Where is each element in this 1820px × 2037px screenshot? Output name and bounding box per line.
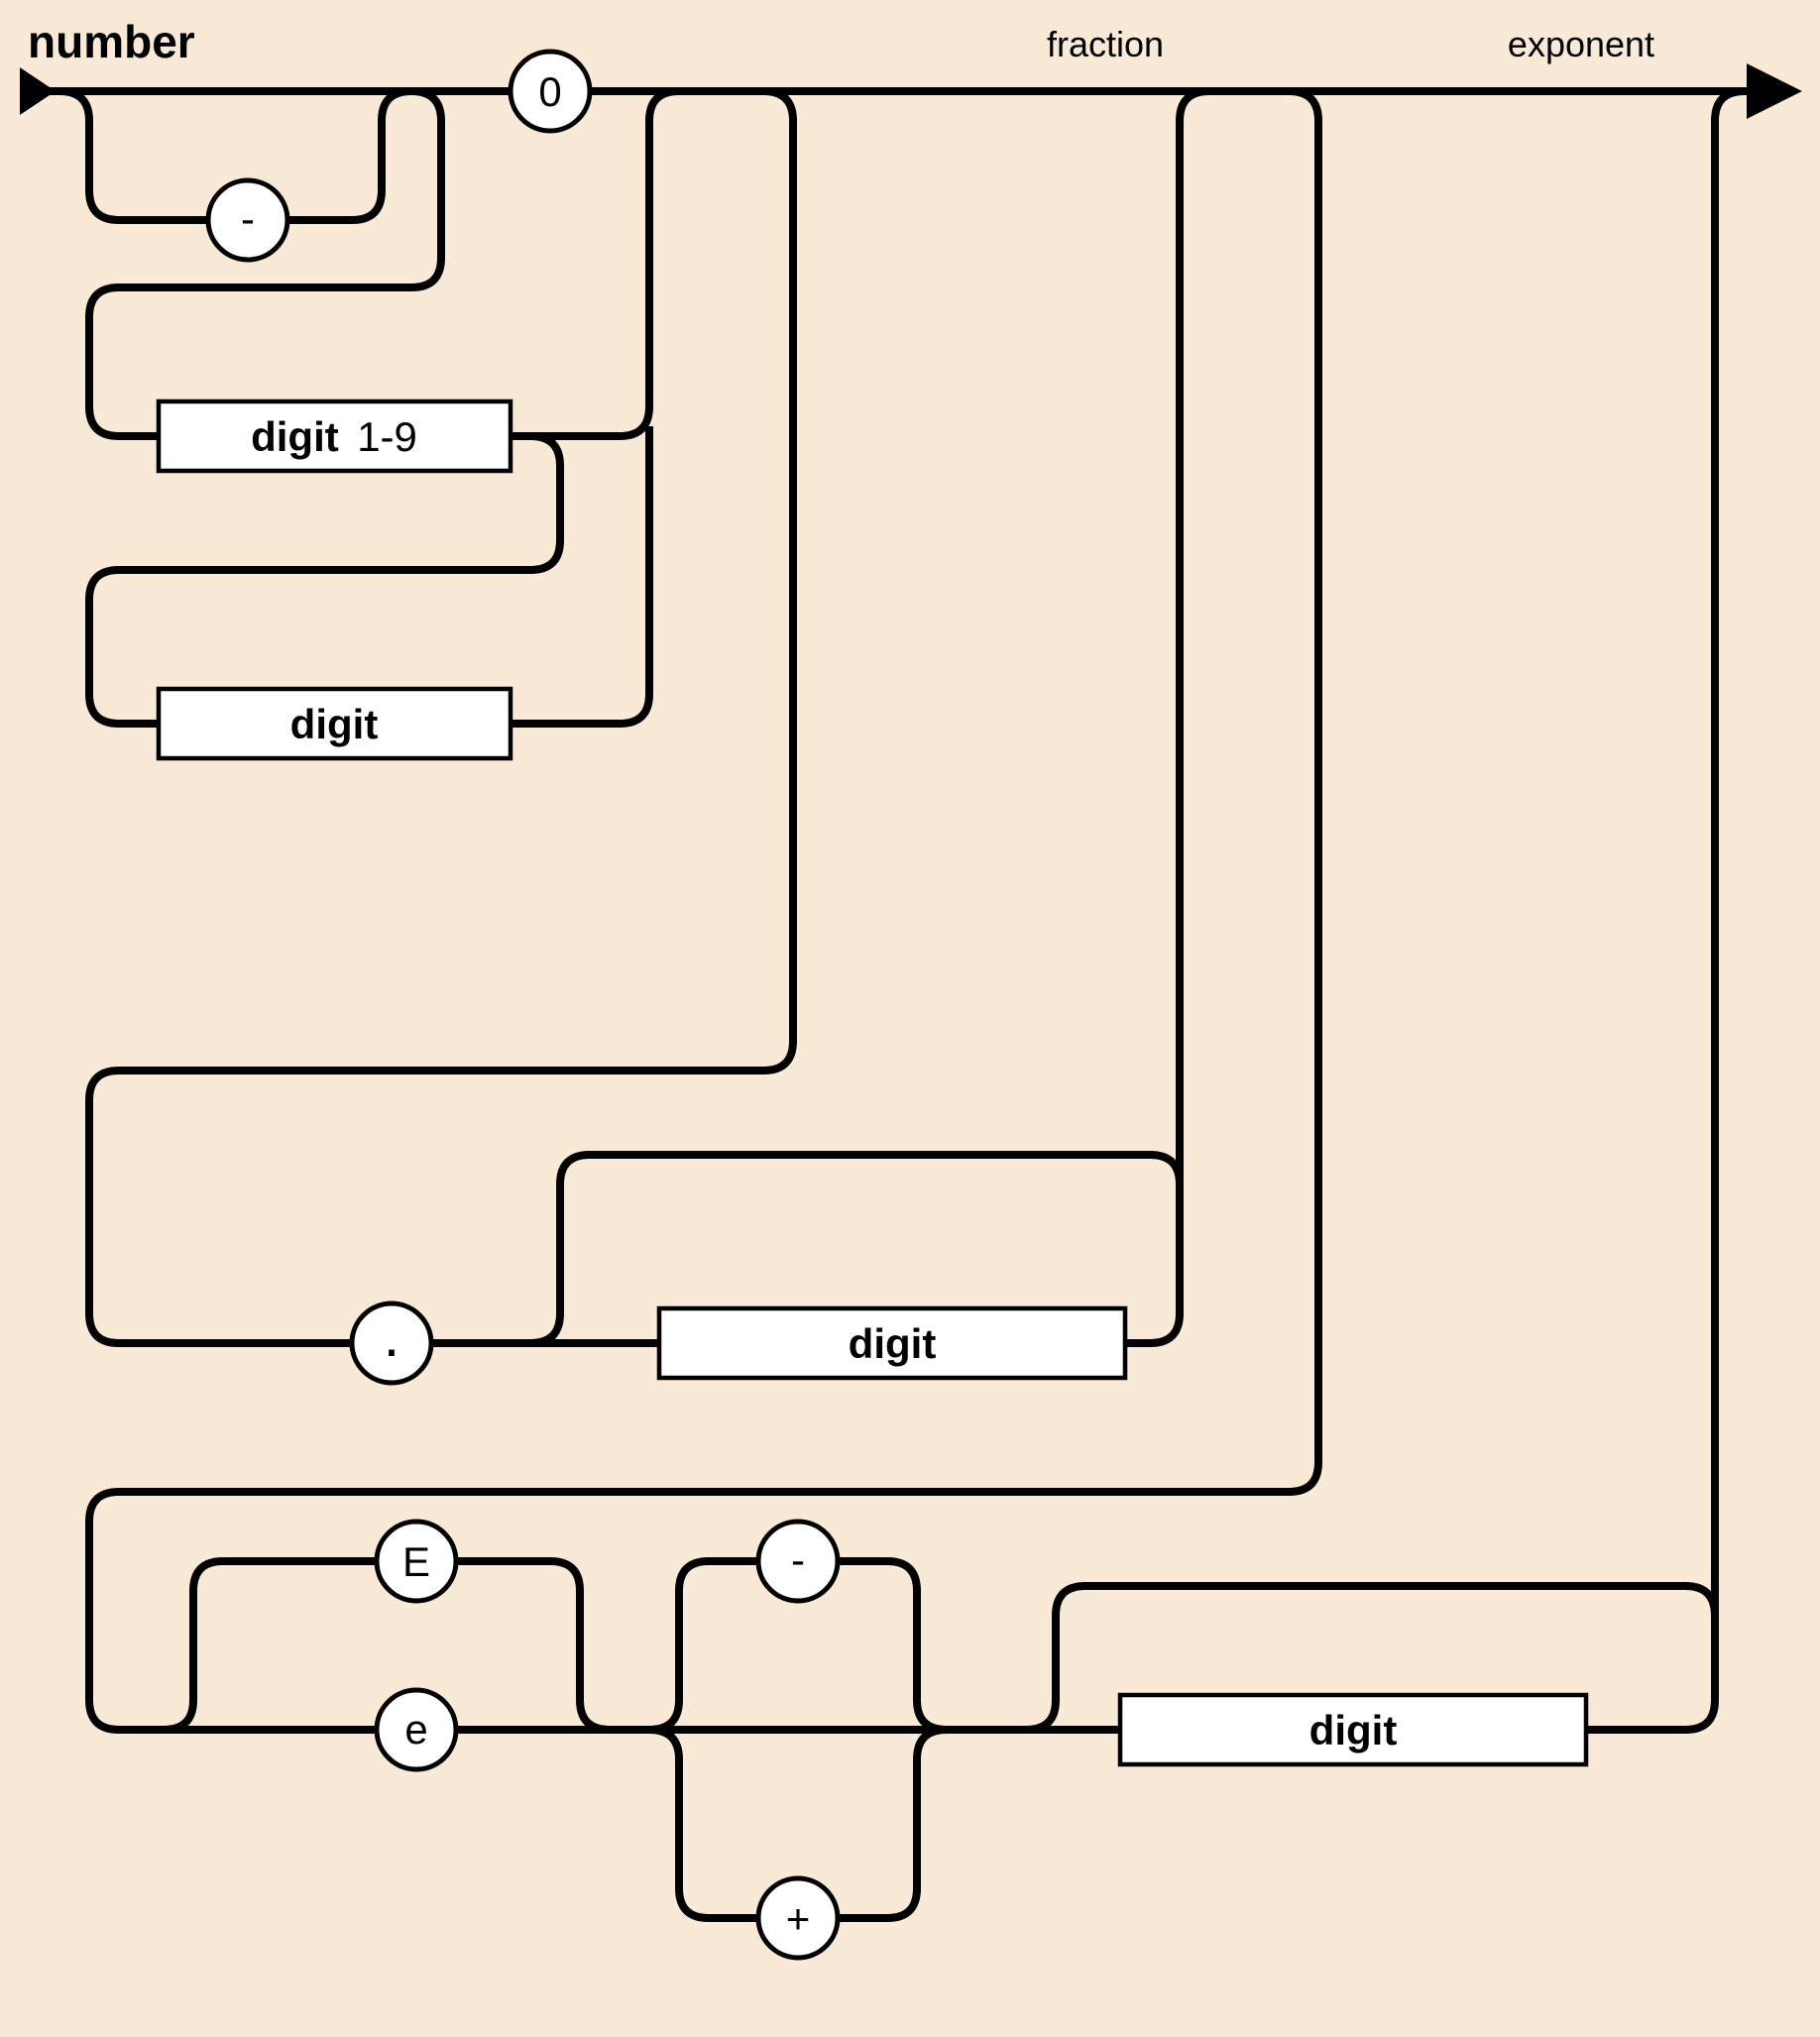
fraction-entry (85, 87, 797, 1347)
nonterminal-exp-digit-label: digit (1309, 1707, 1398, 1754)
exponent-digit-loop (1025, 1582, 1719, 1734)
terminal-int-minus-label: - (241, 195, 255, 242)
nonterminal-frac-digit-box (656, 1305, 1128, 1381)
start-arrow-icon (20, 67, 56, 115)
digit19-name: digit (251, 413, 339, 460)
terminal-exp-minus-label: - (791, 1536, 805, 1583)
terminal-exp-plus-circle (755, 1875, 841, 1961)
digit19-range: 1-9 (357, 413, 417, 460)
terminal-dot-circle (349, 1301, 434, 1386)
terminal-zero-label: 0 (538, 68, 561, 115)
nonterminal-frac-digit-label: digit (849, 1320, 937, 1367)
integer-digit19-exit (508, 87, 680, 440)
integer-digit-loop-entry (85, 432, 564, 728)
terminal-exp-plus-label: + (786, 1895, 811, 1942)
terminal-e-circle (374, 1687, 459, 1772)
nonterminal-digit19-label: digit 1-9 (251, 413, 417, 460)
terminal-zero-circle (508, 49, 593, 134)
terminal-int-minus-circle (205, 177, 290, 263)
nonterminal-int-digit-label: digit (290, 701, 379, 747)
terminal-e-label: e (404, 1706, 427, 1753)
fraction-digit-loop (529, 1151, 1184, 1347)
nonterminal-int-digit-box (156, 686, 513, 761)
diagram-title: number (28, 16, 195, 67)
fraction-label: fraction (1047, 24, 1164, 64)
terminal-exp-minus-circle (755, 1519, 841, 1604)
terminal-E-circle (374, 1519, 459, 1604)
terminal-E-label: E (402, 1538, 430, 1585)
exponent-entry (85, 87, 1322, 1734)
nonterminal-digit19-box (156, 398, 513, 474)
integer-digit-loop-exit (508, 426, 653, 728)
end-arrowhead-icon (1747, 63, 1802, 119)
terminal-dot-label: . (384, 1302, 400, 1369)
fraction-exit (1122, 87, 1210, 1347)
exponent-label: exponent (1508, 24, 1654, 64)
exponent-exit (1583, 87, 1746, 1734)
integer-digit19-branch (85, 87, 445, 440)
nonterminal-exp-digit-box (1117, 1692, 1589, 1767)
